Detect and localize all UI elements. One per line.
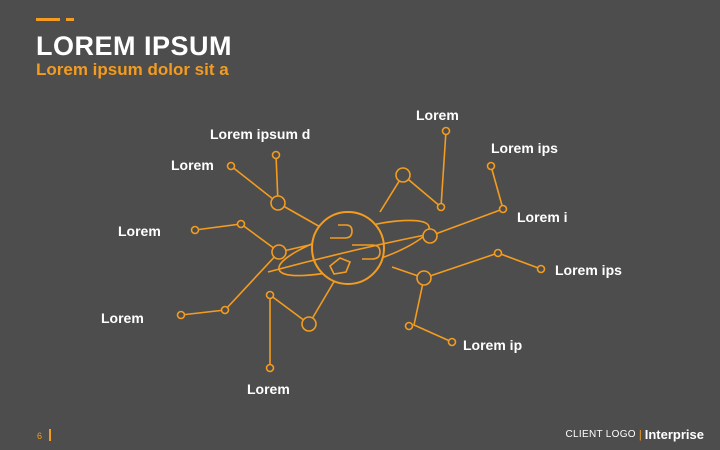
node-large	[271, 196, 285, 210]
label-bottom: Lorem	[247, 381, 290, 397]
label-mid-right: Lorem i	[517, 209, 568, 225]
node-small	[538, 266, 545, 273]
node-small	[488, 163, 495, 170]
node-large	[302, 317, 316, 331]
brand-logo: Interprise	[645, 427, 704, 442]
page-number: 6	[37, 431, 42, 441]
node-large	[272, 245, 286, 259]
node-small	[228, 163, 235, 170]
label-right: Lorem ips	[555, 262, 622, 278]
node-small	[443, 128, 450, 135]
node-small	[449, 339, 456, 346]
node-small	[178, 312, 185, 319]
label-mid-left: Lorem	[118, 223, 161, 239]
node-small	[222, 307, 229, 314]
node-large	[417, 271, 431, 285]
client-logo: CLIENT LOGO	[566, 429, 636, 440]
node-small	[192, 227, 199, 234]
label-top-right: Lorem ips	[491, 140, 558, 156]
label-top-left: Lorem ipsum d	[210, 126, 310, 142]
node-small	[267, 292, 274, 299]
node-small	[267, 365, 274, 372]
node-small	[406, 323, 413, 330]
node-small	[273, 152, 280, 159]
node-small	[438, 204, 445, 211]
footer-separator: |	[639, 429, 642, 441]
node-small	[495, 250, 502, 257]
label-bottom-right: Lorem ip	[463, 337, 522, 353]
page-number-divider	[49, 429, 51, 441]
node-large	[396, 168, 410, 182]
label-upper-left: Lorem	[171, 157, 214, 173]
footer-branding: CLIENT LOGO | Interprise	[566, 427, 704, 442]
node-large	[423, 229, 437, 243]
label-top: Lorem	[416, 107, 459, 123]
node-small	[500, 206, 507, 213]
node-small	[238, 221, 245, 228]
label-lower-left: Lorem	[101, 310, 144, 326]
